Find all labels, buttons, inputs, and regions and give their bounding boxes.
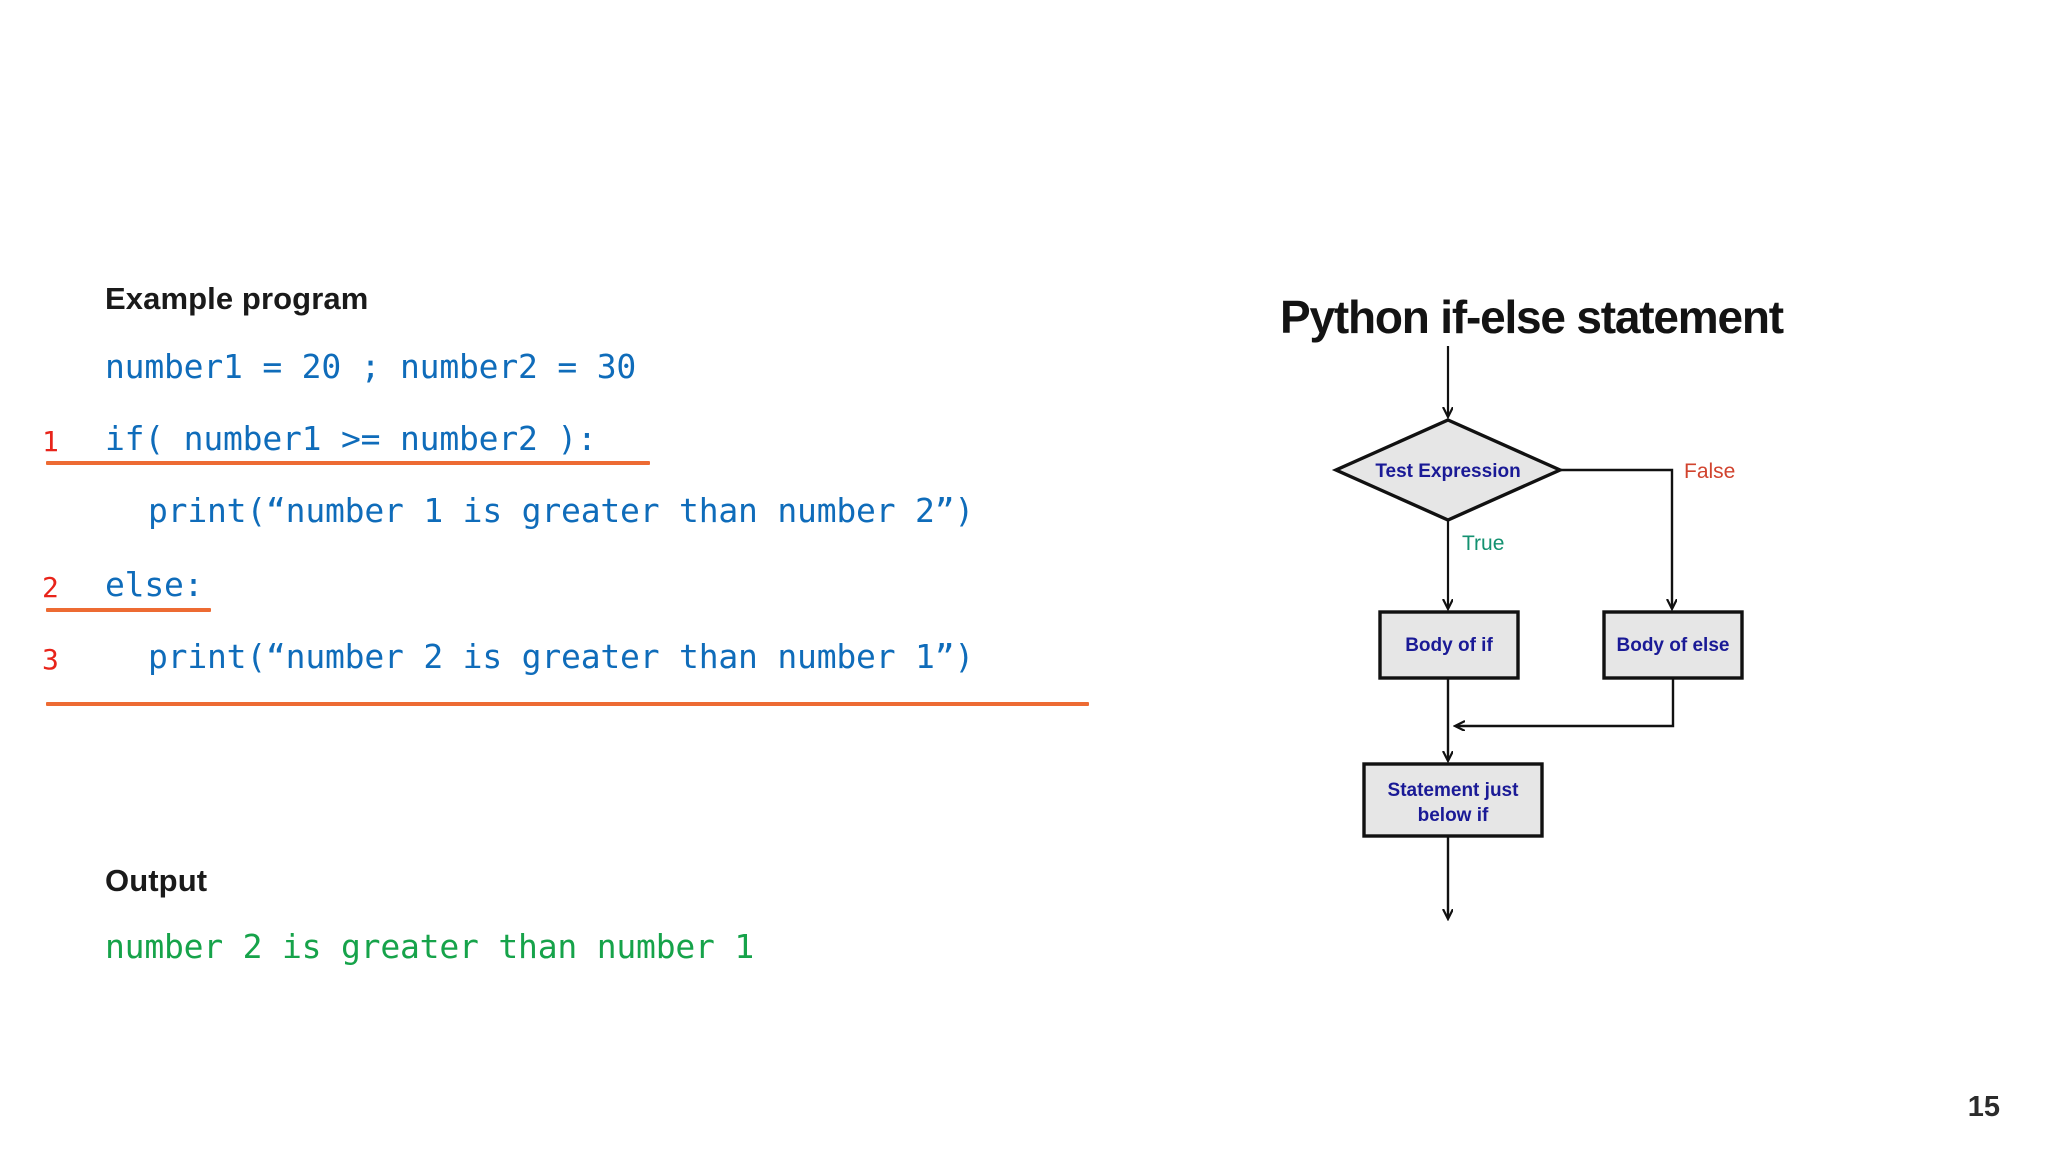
body-of-if-label: Body of if — [1405, 635, 1493, 656]
statement-below-if-label-line2: below if — [1418, 805, 1489, 826]
body-of-if-box — [1378, 610, 1520, 680]
flow-arrow-else-join — [1456, 678, 1675, 726]
annotation-underline-3 — [46, 702, 1089, 706]
body-of-else-label: Body of else — [1617, 635, 1730, 656]
if-else-flowchart-svg: Test Expression True False Body of if Bo… — [1331, 346, 1744, 964]
code-line-print-if: print(“number 1 is greater than number 2… — [148, 491, 975, 530]
flowchart-panel: Python if-else statement Test Expression… — [1280, 290, 1920, 970]
code-line-else: else: — [105, 565, 204, 604]
annotation-underline-2 — [46, 608, 211, 612]
statement-below-if-label-line1: Statement just — [1388, 780, 1520, 801]
body-of-else-box — [1602, 610, 1744, 680]
line-number-marker-3: 3 — [42, 643, 59, 676]
annotation-underline-1 — [46, 461, 650, 465]
output-value: number 2 is greater than number 1 — [105, 927, 755, 966]
example-program-heading: Example program — [105, 281, 369, 316]
branch-label-true: True — [1462, 532, 1504, 555]
branch-label-false: False — [1684, 460, 1735, 483]
code-line-print-else: print(“number 2 is greater than number 1… — [148, 637, 975, 676]
code-line-if: if( number1 >= number2 ): — [105, 419, 597, 458]
code-line-declaration: number1 = 20 ; number2 = 30 — [105, 347, 637, 386]
line-number-marker-2: 2 — [42, 571, 59, 604]
flow-arrow-false — [1560, 468, 1672, 608]
flowchart-title: Python if-else statement — [1280, 291, 1784, 343]
decision-label: Test Expression — [1375, 461, 1520, 482]
line-number-marker-1: 1 — [42, 425, 59, 458]
output-heading: Output — [105, 863, 208, 898]
statement-below-if-box — [1362, 762, 1544, 838]
page-number: 15 — [1967, 1091, 2000, 1123]
